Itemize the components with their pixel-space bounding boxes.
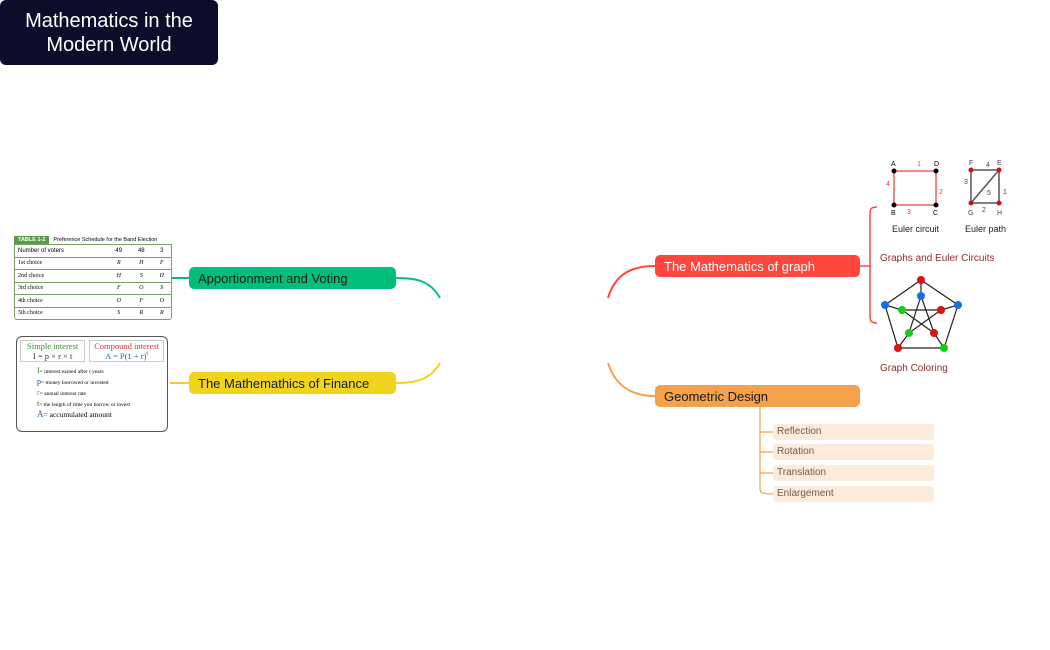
vertex-label: E (997, 160, 1002, 167)
topic-finance[interactable]: The Mathemathics of Finance (189, 372, 396, 394)
definition-item: A= accumulated amount (37, 409, 163, 420)
vertex-label: F (969, 160, 973, 167)
simple-interest-title: Simple interest (26, 341, 79, 351)
vertex-label: D (934, 161, 939, 168)
preference-table-image: TABLE 1-2 Preference Schedule for the Ba… (14, 236, 172, 320)
graph-coloring-diagram (884, 279, 959, 349)
central-topic[interactable]: Mathematics in the Modern World (0, 0, 218, 65)
table-cell: S (152, 281, 171, 295)
definition-symbol: r (37, 388, 40, 397)
table-cell: O (130, 281, 153, 295)
definition-text: = money borrowed or invested (41, 380, 109, 386)
label-graph-coloring[interactable]: Graph Coloring (880, 363, 948, 374)
table-cell: 2nd choice (15, 269, 108, 282)
table-cell: 1st choice (15, 256, 108, 270)
table-cell: 5th choice (15, 306, 108, 319)
table-cell: 48 (137, 247, 145, 254)
definition-symbol: A (37, 409, 44, 419)
topic-apportionment-voting[interactable]: Apportionment and Voting (189, 267, 396, 289)
edge-label: 4 (886, 181, 890, 188)
vertex-label: G (968, 210, 973, 217)
definition-symbol: t (37, 399, 40, 408)
table-cell: F (107, 281, 131, 295)
label-graphs-euler[interactable]: Graphs and Euler Circuits (880, 253, 995, 264)
definition-item: t= the length of time you borrow or inve… (37, 398, 163, 409)
definition-text: = interest earned after t years (39, 369, 104, 375)
edge-label: 5 (987, 190, 991, 197)
subtopic-reflection[interactable]: Reflection (773, 424, 934, 440)
vertex-label: H (997, 210, 1002, 217)
table-cell: R (130, 306, 153, 319)
table-cell: 4th choice (15, 294, 108, 307)
definition-text: = accumulated amount (43, 410, 112, 419)
edge-label: 2 (939, 189, 943, 196)
table-cell: H (130, 256, 153, 270)
euler-path-caption: Euler path (965, 224, 1006, 234)
euler-circuit-graph (893, 170, 937, 206)
subtopic-enlargement[interactable]: Enlargement (773, 486, 934, 502)
table-row: Number of voters 49 48 3 (15, 245, 171, 257)
definition-item: p= money borrowed or invested (37, 376, 163, 387)
subtopic-rotation[interactable]: Rotation (773, 444, 934, 460)
topic-graph[interactable]: The Mathematics of graph (655, 255, 860, 277)
table-cell: Number of voters (18, 247, 65, 254)
table-cell: H (107, 269, 131, 282)
edge-label: 3 (907, 209, 911, 216)
euler-path-graph (970, 169, 1000, 204)
definition-text: = annual interest rate (39, 391, 86, 397)
table-cell: O (152, 294, 171, 307)
vertex-label: A (891, 161, 896, 168)
topic-geometric-design[interactable]: Geometric Design (655, 385, 860, 407)
table-cell: 3rd choice (15, 281, 108, 295)
compound-interest-formula: A = P(1 + r) (105, 351, 147, 361)
table-cell: S (107, 306, 131, 319)
compound-exponent: t (146, 351, 149, 358)
table-cell: 3 (160, 247, 164, 254)
definition-symbol: I (37, 366, 40, 375)
table-cell: S (130, 269, 153, 282)
table-title: Preference Schedule for the Band Electio… (53, 237, 158, 243)
subtopic-translation[interactable]: Translation (773, 465, 934, 481)
edge-label: 1 (917, 161, 921, 168)
vertex-label: C (933, 210, 938, 217)
definition-item: r= annual interest rate (37, 387, 163, 398)
definition-item: I= interest earned after t years (37, 365, 163, 376)
edge-label: 1 (1003, 189, 1007, 196)
finance-formulas-image: Simple interest I = p × r × t Compound i… (16, 336, 168, 432)
table-cell: O (107, 294, 131, 307)
edge-label: 4 (986, 162, 990, 169)
edge-label: 2 (982, 207, 986, 214)
table-cell: H (152, 269, 171, 282)
definition-symbol: p (37, 377, 41, 386)
table-cell: F (130, 294, 153, 307)
table-cell: R (107, 256, 131, 270)
table-cell: 49 (115, 247, 123, 254)
euler-circuit-caption: Euler circuit (892, 224, 940, 234)
compound-interest-title: Compound interest (94, 341, 160, 351)
edge-label: 3 (964, 179, 968, 186)
table-cell: F (152, 256, 171, 270)
simple-interest-formula: I = p × r × t (32, 351, 73, 361)
table-cell: R (152, 306, 171, 319)
definition-text: = the length of time you borrow or inves… (39, 402, 131, 408)
vertex-label: B (891, 210, 896, 217)
table-tag: TABLE 1-2 (14, 236, 50, 244)
